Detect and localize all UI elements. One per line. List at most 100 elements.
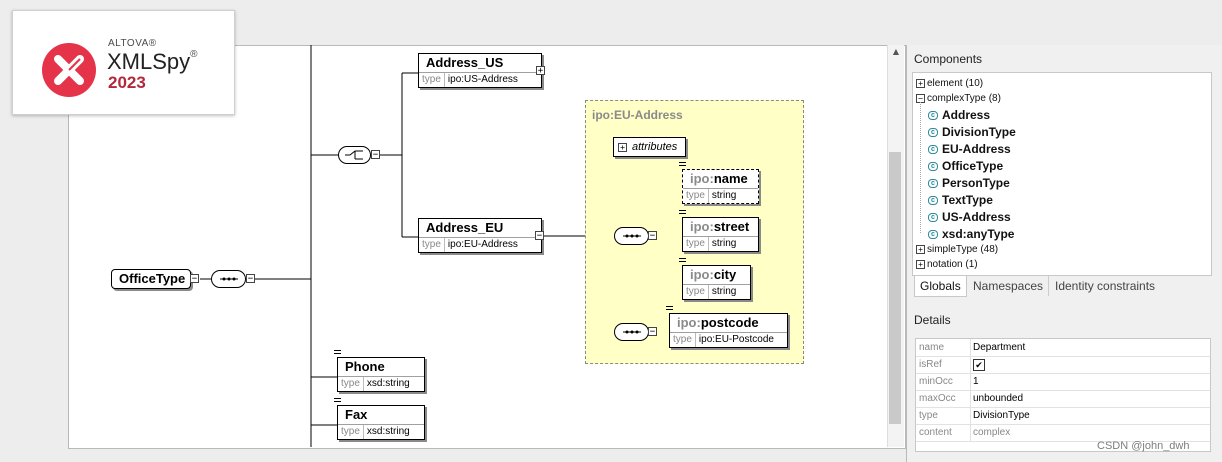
expand-icon[interactable]: + (916, 244, 925, 254)
details-value: unbounded (973, 393, 1024, 404)
details-key: minOcc (919, 376, 953, 387)
isref-checkbox[interactable]: ✔ (973, 359, 985, 371)
collapse-toggle-icon[interactable]: − (648, 231, 657, 241)
collapse-toggle-icon[interactable]: − (535, 231, 544, 241)
tree-node-label: simpleType (48) (927, 244, 999, 255)
collapse-toggle-icon[interactable]: − (371, 150, 380, 160)
sequence-compositor[interactable] (211, 270, 246, 288)
element-name: Fax (345, 407, 368, 422)
collapse-toggle-icon[interactable]: − (246, 274, 255, 284)
complex-type-icon: c (928, 128, 938, 138)
details-key: maxOcc (919, 393, 956, 404)
tree-item-xsd-anytype[interactable]: c xsd:anyType (928, 227, 1014, 241)
components-header: Components (914, 52, 983, 66)
expand-icon[interactable]: + (916, 259, 925, 269)
tree-item-label: Address (942, 108, 991, 122)
collapse-toggle-icon[interactable]: − (648, 327, 657, 337)
expand-icon[interactable]: + (618, 142, 627, 152)
tree-guide-line (920, 102, 921, 234)
tree-node-simpletype[interactable]: +simpleType (48) (916, 244, 998, 255)
details-row[interactable]: maxOcc unbounded (916, 390, 1210, 408)
sequence-compositor[interactable] (614, 227, 649, 245)
expand-toggle-icon[interactable]: + (536, 66, 545, 76)
local-name: name (713, 171, 748, 186)
collapse-toggle-icon[interactable]: − (190, 274, 199, 284)
element-name: Address_EU (426, 220, 504, 235)
tree-node-element[interactable]: +element (10) (916, 78, 983, 89)
complex-type-icon: c (928, 162, 938, 172)
complex-type-icon: c (928, 179, 938, 189)
details-value: complex (973, 427, 1011, 438)
type-key: type (338, 377, 364, 391)
choice-compositor[interactable] (338, 146, 371, 164)
tree-item-label: xsd:anyType (942, 227, 1015, 241)
details-row[interactable]: content complex (916, 424, 1210, 442)
scrollbar-thumb[interactable] (889, 152, 901, 424)
xmlspy-logo-icon (42, 43, 96, 97)
local-name: city (713, 267, 737, 282)
tree-item-label: PersonType (942, 176, 1010, 190)
scroll-up-icon[interactable]: ▲ (892, 47, 900, 56)
type-value: xsd:string (366, 378, 410, 389)
tree-item-persontype[interactable]: c PersonType (928, 176, 1010, 190)
sequence-icon (623, 234, 641, 238)
details-value: 1 (973, 376, 979, 387)
tab-namespaces[interactable]: Namespaces (968, 276, 1050, 296)
attributes-label: attributes (632, 141, 678, 153)
complex-type-icon: c (928, 145, 938, 155)
expand-icon[interactable]: + (916, 78, 925, 88)
details-key: content (919, 427, 952, 438)
tab-identity-constraints[interactable]: Identity constraints (1055, 279, 1156, 293)
complex-type-icon: c (928, 230, 938, 240)
type-key: type (419, 238, 445, 252)
tree-node-notation[interactable]: +notation (1) (916, 259, 978, 270)
components-tree[interactable] (912, 72, 1212, 276)
root-element-officetype[interactable]: OfficeType (111, 269, 191, 289)
sequence-compositor[interactable] (614, 323, 649, 341)
type-key: type (683, 285, 709, 299)
xmlspy-logo: ALTOVA® XMLSpy® 2023 (12, 10, 235, 115)
sequence-icon (220, 277, 238, 281)
details-row[interactable]: isRef✔ (916, 356, 1210, 374)
tab-globals[interactable]: Globals (914, 276, 967, 297)
namespace-prefix: ipo: (690, 267, 714, 282)
details-row[interactable]: minOcc 1 (916, 373, 1210, 391)
eu-address-type-title: ipo:EU-Address (592, 108, 683, 122)
details-value: DivisionType (973, 410, 1030, 421)
element-name: Address_US (426, 55, 504, 70)
watermark: CSDN @john_dwh (1097, 440, 1190, 452)
details-key: name (919, 342, 945, 353)
element-name: Phone (345, 359, 385, 374)
element-name: ipo:city (683, 266, 750, 284)
tree-node-label: complexType (8) (927, 93, 1001, 104)
type-value: xsd:string (366, 426, 410, 437)
local-name: street (713, 219, 750, 234)
attributes-box[interactable]: + attributes (613, 137, 686, 157)
element-name: ipo:postcode (670, 314, 787, 332)
logo-reg-mark: ® (190, 49, 199, 60)
